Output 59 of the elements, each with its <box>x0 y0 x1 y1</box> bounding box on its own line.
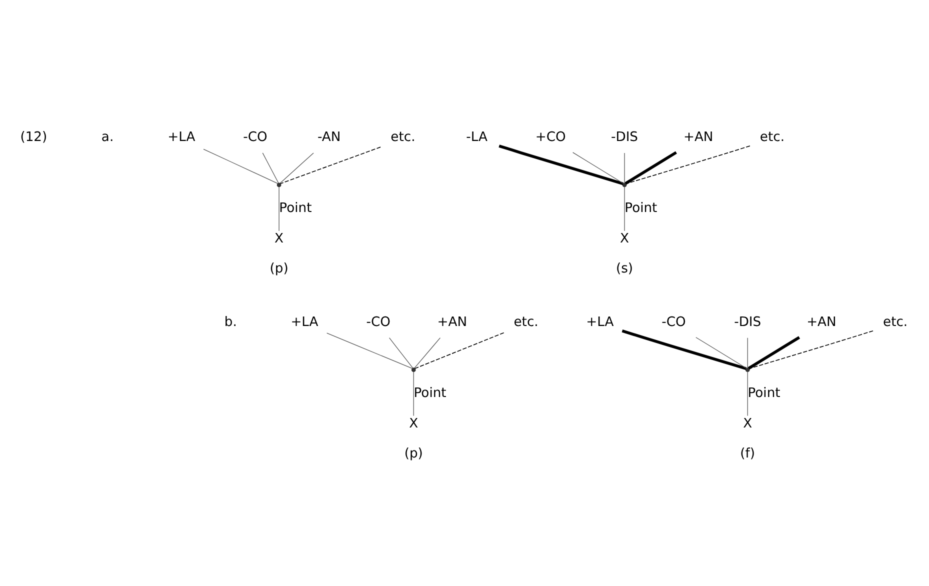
node-text: +AN <box>806 315 836 330</box>
edge-label: Point <box>624 201 658 216</box>
connector <box>498 144 624 186</box>
node-text: etc. <box>514 315 538 330</box>
node-text: +LA <box>168 130 196 146</box>
connector <box>572 152 624 184</box>
node-text: X <box>274 231 284 246</box>
connector <box>203 148 278 184</box>
connector <box>280 146 381 184</box>
connector <box>696 337 747 369</box>
node-text: X <box>409 416 418 432</box>
label: a. <box>101 130 114 146</box>
node-text: -CO <box>366 315 390 330</box>
connector <box>624 151 677 185</box>
label: b. <box>224 315 237 330</box>
node-label: (p) <box>270 262 288 277</box>
connector <box>747 338 748 368</box>
node-text: +LA <box>290 315 318 330</box>
connector <box>414 332 504 369</box>
label: (12) <box>20 130 48 146</box>
node-point <box>622 182 627 188</box>
connector <box>326 332 413 369</box>
node-text: etc. <box>390 130 416 146</box>
node-point <box>276 182 282 188</box>
connector <box>278 186 280 232</box>
node-text: -DIS <box>734 315 762 330</box>
connector <box>280 152 314 184</box>
node-point <box>745 368 750 372</box>
node-text: +LA <box>586 315 614 330</box>
connector <box>747 371 748 416</box>
node-text: +AN <box>437 315 468 330</box>
connector <box>622 329 747 370</box>
connector <box>262 152 279 184</box>
node-text: -AN <box>317 130 341 146</box>
edge-label: Point <box>414 386 446 401</box>
connector <box>413 371 414 416</box>
connector <box>414 338 441 368</box>
node-label: (p) <box>404 446 423 462</box>
connector <box>626 146 750 184</box>
node-text: etc. <box>883 315 908 330</box>
node-text: etc. <box>760 130 785 146</box>
node-label: (s) <box>616 262 634 277</box>
edge-label: Point <box>279 201 312 216</box>
node-text: -DIS <box>611 130 638 146</box>
node-text: +CO <box>535 130 566 146</box>
node-label: (f) <box>740 446 756 462</box>
connector <box>624 186 625 232</box>
node-text: X <box>620 231 630 246</box>
connector <box>748 336 800 370</box>
node-text: -LA <box>466 130 488 146</box>
node-text: +AN <box>683 130 714 146</box>
edge-label: Point <box>748 386 780 401</box>
connector <box>748 330 874 370</box>
node-text: -CO <box>243 130 268 146</box>
node-point <box>411 368 416 372</box>
node-text: X <box>743 416 752 432</box>
connector <box>624 152 625 184</box>
node-text: -CO <box>662 315 686 330</box>
connector <box>388 338 414 368</box>
